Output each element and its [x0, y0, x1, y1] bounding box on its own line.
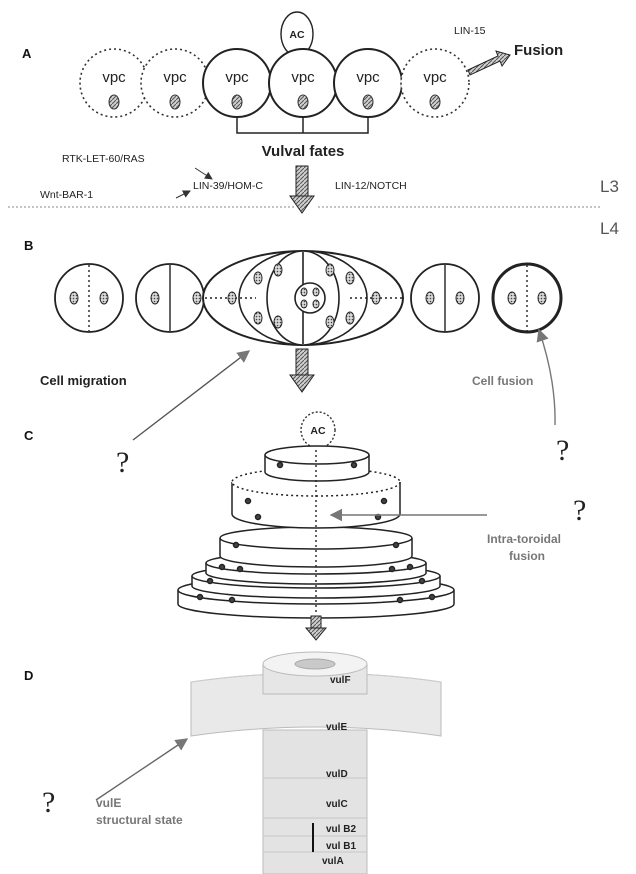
- ring-vulE: vulE: [326, 722, 347, 733]
- svg-text:vpc: vpc: [163, 69, 187, 86]
- svg-text:AC: AC: [289, 29, 305, 41]
- anchor-cell-c: AC: [301, 412, 335, 448]
- vpc-cell-5: vpc: [334, 49, 402, 117]
- panel-b-label: B: [24, 238, 33, 253]
- stage-l3: L3: [600, 177, 619, 196]
- vpc-cell-3: vpc: [203, 49, 271, 117]
- question-intra-toroidal: ?: [573, 494, 586, 527]
- cell-fusion-label: Cell fusion: [472, 374, 533, 388]
- cell-row-b: [55, 251, 561, 345]
- question-cell-fusion: ?: [556, 434, 569, 467]
- cell-migration-label: Cell migration: [40, 373, 127, 388]
- lin15-label: LIN-15: [454, 25, 486, 37]
- structural-state-arrow: [96, 739, 187, 800]
- down-arrow-c: [306, 616, 326, 640]
- vulval-fates-label: Vulval fates: [262, 143, 345, 160]
- lin12-label: LIN-12/NOTCH: [335, 180, 407, 192]
- stage-l4: L4: [600, 219, 619, 238]
- ring-vulC: vulC: [326, 799, 348, 810]
- ring-vulD: vulD: [326, 769, 348, 780]
- question-cell-migration: ?: [116, 446, 129, 479]
- fusion-arrow: [468, 51, 510, 75]
- down-arrow-b: [290, 349, 314, 392]
- vpc-cell-1: vpc: [80, 49, 148, 117]
- ring-vulF: vulF: [330, 675, 351, 686]
- panel-c-label: C: [24, 428, 34, 443]
- panel-a-label: A: [22, 46, 32, 61]
- fusion-label: Fusion: [514, 42, 563, 59]
- cell-migration-arrow: [133, 351, 249, 440]
- structural-state-label-2: structural state: [96, 813, 183, 827]
- vulval-fates-bracket: [237, 117, 368, 133]
- vpc-cell-4: vpc: [269, 49, 337, 117]
- ring-vulB2: vul B2: [326, 824, 356, 835]
- wnt-arrow: [176, 191, 190, 198]
- vpc-cell-2: vpc: [141, 49, 209, 117]
- svg-text:AC: AC: [310, 425, 326, 437]
- cell-fusion-arrow: [539, 330, 555, 425]
- vpc-cell-6: vpc: [401, 49, 469, 117]
- svg-text:vpc: vpc: [291, 69, 315, 86]
- ring-vulA: vulA: [322, 856, 344, 867]
- rtk-label: RTK-LET-60/RAS: [62, 153, 145, 165]
- svg-text:vpc: vpc: [225, 69, 249, 86]
- rtk-arrow: [195, 168, 212, 179]
- panel-d-label: D: [24, 668, 33, 683]
- ring-vulB1: vul B1: [326, 841, 356, 852]
- down-arrow-a: [290, 166, 314, 213]
- intra-toroidal-label-1: Intra-toroidal: [487, 532, 561, 546]
- intra-toroidal-label-2: fusion: [509, 549, 545, 563]
- structural-state-label-1: vulE: [96, 796, 121, 810]
- ring-stack-3d: [191, 652, 441, 874]
- svg-text:vpc: vpc: [102, 69, 126, 86]
- question-structural-state: ?: [42, 786, 55, 819]
- wnt-label: Wnt-BAR-1: [40, 189, 93, 201]
- svg-text:vpc: vpc: [423, 69, 447, 86]
- lin39-label: LIN-39/HOM-C: [193, 180, 263, 192]
- svg-text:vpc: vpc: [356, 69, 380, 86]
